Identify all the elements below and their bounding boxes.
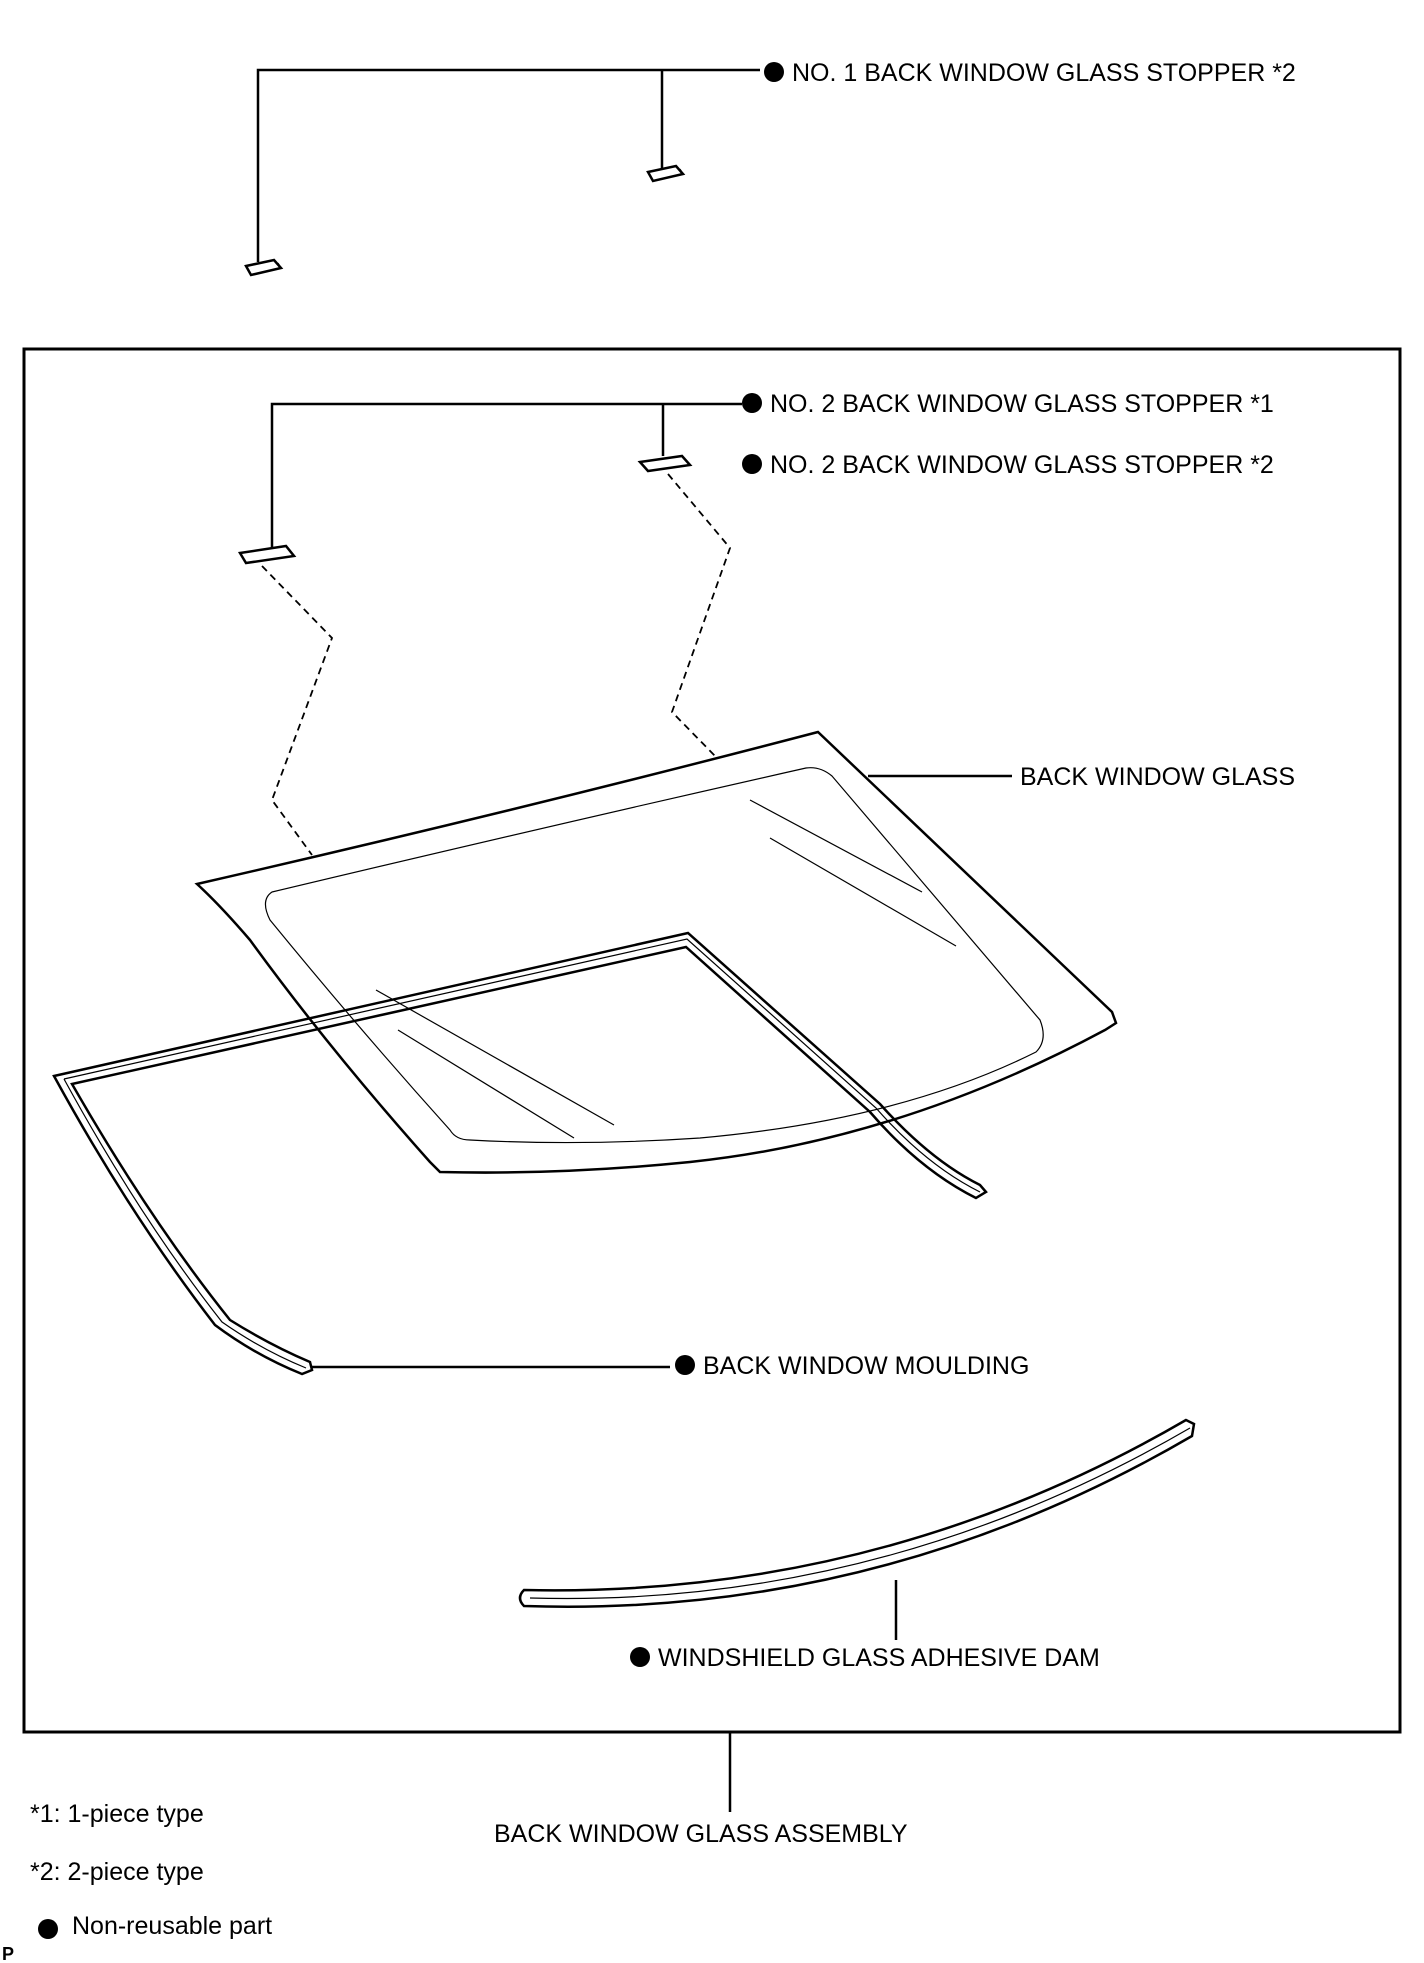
legend: *1: 1-piece type *2: 2-piece type Non-re… bbox=[30, 1800, 272, 1940]
assembly-label: BACK WINDOW GLASS ASSEMBLY bbox=[494, 1820, 908, 1848]
no1-stopper-left bbox=[244, 258, 284, 277]
no2-stopper-left-guide bbox=[261, 565, 334, 856]
no1-stopper-leader bbox=[256, 68, 760, 262]
non-reusable-marker-icon bbox=[630, 1647, 650, 1667]
legend-note-1: *1: 1-piece type bbox=[30, 1800, 204, 1828]
moulding-label: BACK WINDOW MOULDING bbox=[703, 1352, 1029, 1380]
no2-stopper-2-label: NO. 2 BACK WINDOW GLASS STOPPER *2 bbox=[770, 451, 1274, 479]
no1-stopper-group: NO. 1 BACK WINDOW GLASS STOPPER *2 bbox=[244, 59, 1296, 277]
legend-non-reusable: Non-reusable part bbox=[72, 1912, 272, 1940]
legend-note-2: *2: 2-piece type bbox=[30, 1858, 204, 1886]
adhesive-dam: WINDSHIELD GLASS ADHESIVE DAM bbox=[518, 1418, 1196, 1672]
no1-stopper-label: NO. 1 BACK WINDOW GLASS STOPPER *2 bbox=[792, 59, 1296, 87]
back-window-glass: BACK WINDOW GLASS bbox=[194, 730, 1295, 1174]
non-reusable-marker-icon bbox=[38, 1919, 58, 1939]
non-reusable-marker-icon bbox=[764, 62, 784, 82]
no2-stopper-group: NO. 2 BACK WINDOW GLASS STOPPER *1 NO. 2… bbox=[237, 390, 1274, 856]
no2-stopper-right bbox=[637, 454, 693, 473]
non-reusable-marker-icon bbox=[675, 1355, 695, 1375]
glass-label: BACK WINDOW GLASS bbox=[1020, 763, 1295, 791]
back-window-moulding: BACK WINDOW MOULDING bbox=[52, 931, 1029, 1380]
no1-stopper-right bbox=[646, 164, 686, 183]
adhesive-dam-label: WINDSHIELD GLASS ADHESIVE DAM bbox=[658, 1644, 1100, 1672]
no2-stopper-left bbox=[237, 544, 297, 565]
no2-stopper-leader bbox=[270, 402, 742, 548]
corner-mark: P bbox=[2, 1944, 14, 1963]
no2-stopper-1-label: NO. 2 BACK WINDOW GLASS STOPPER *1 bbox=[770, 390, 1274, 418]
no2-stopper-right-guide bbox=[667, 473, 732, 758]
non-reusable-marker-icon bbox=[742, 454, 762, 474]
non-reusable-marker-icon bbox=[742, 393, 762, 413]
assembly-frame bbox=[22, 347, 1402, 1734]
